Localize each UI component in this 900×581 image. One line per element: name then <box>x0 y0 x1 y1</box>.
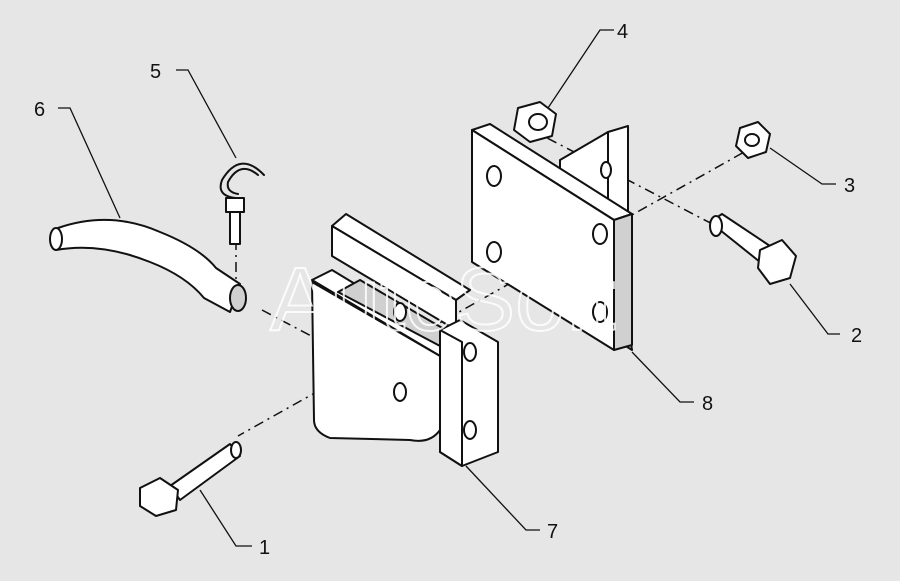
callout-2: 2 <box>851 325 862 347</box>
callout-4: 4 <box>617 21 628 43</box>
spring-clip <box>219 162 265 245</box>
long-bolt <box>139 441 242 517</box>
watermark-text: AutoSoft <box>270 250 615 350</box>
rear-mounting-plate <box>471 123 633 351</box>
u-bracket <box>311 213 499 467</box>
small-hex-nut <box>735 121 771 159</box>
callout-1: 1 <box>259 537 270 559</box>
upper-hex-nut <box>513 101 557 143</box>
callout-3: 3 <box>844 175 855 197</box>
callout-7: 7 <box>547 521 558 543</box>
short-bolt <box>709 213 797 285</box>
callout-8: 8 <box>702 393 713 415</box>
leader-lines <box>58 29 840 547</box>
bent-tube <box>49 218 247 313</box>
callout-5: 5 <box>150 61 161 83</box>
callout-6: 6 <box>34 99 45 121</box>
